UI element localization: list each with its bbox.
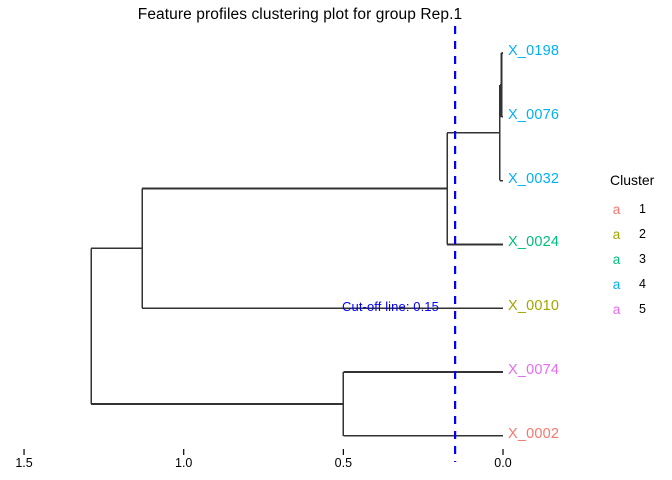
leaf-label-x_0024: X_0024 [508,234,560,251]
legend-key-glyph: a [612,226,621,242]
axis-tick-label: 1.0 [174,456,193,470]
legend-key-label: 2 [639,227,646,242]
legend-key-label: 4 [639,277,646,292]
leaf-label-x_0076: X_0076 [508,106,560,123]
legend-key-glyph: a [612,201,621,217]
legend-key-label: 5 [639,302,646,317]
leaf-label-x_0074: X_0074 [508,362,560,378]
legend-key-label: 3 [639,252,646,267]
x-axis [23,449,504,455]
leaf-label-x_0032: X_0032 [508,170,560,187]
legend-key-glyph: a [612,251,621,267]
axis-tick-label: 1.5 [15,456,33,470]
cutoff-line-label: Cut-off line: 0.15 [342,299,439,315]
leaf-label-x_0002: X_0002 [508,425,560,442]
legend-key-glyph: a [612,301,621,317]
legend-key-glyph: a [612,276,621,292]
leaf-label-x_0198: X_0198 [508,43,560,59]
axis-tick-label: 0.5 [334,456,353,470]
legend-title: Cluster [610,172,655,188]
dendrogram-branches [90,52,503,437]
legend-key-label: 1 [639,202,646,217]
page-title: Feature profiles clustering plot for gro… [137,6,463,23]
leaf-label-x_0010: X_0010 [508,298,560,315]
axis-tick-label: 0.0 [494,456,512,470]
